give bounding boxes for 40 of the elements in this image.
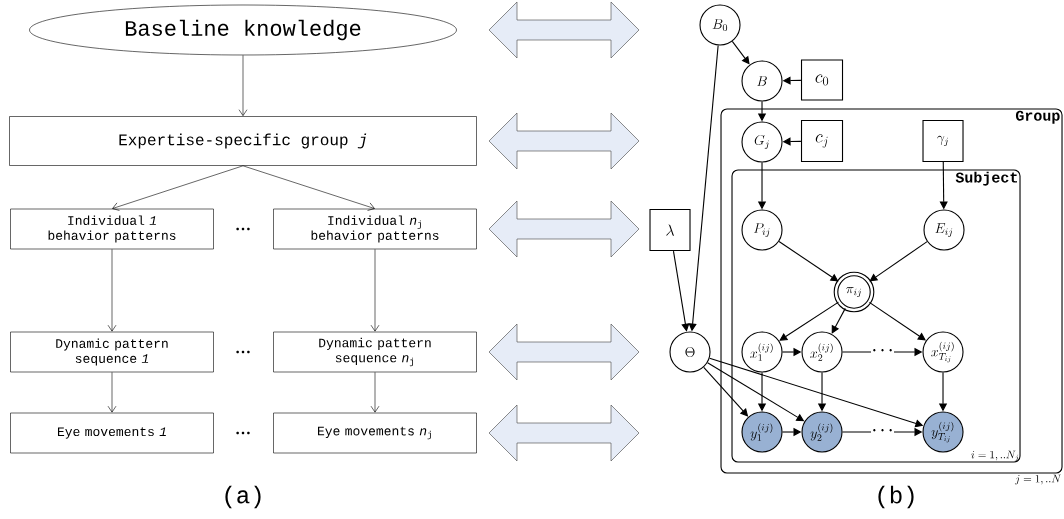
process-box: Individual 1 behavior patterns xyxy=(10,208,214,250)
arrow xyxy=(242,165,375,211)
ellipsis-label: … xyxy=(236,431,250,435)
arrow xyxy=(779,301,840,341)
arrow xyxy=(869,241,928,282)
arrow xyxy=(370,372,380,413)
double-arrow xyxy=(488,200,640,258)
arrow xyxy=(831,307,846,334)
process-box: Individual n$_{j}$ behavior patterns xyxy=(273,208,477,250)
process-box: Eye movements n$_{j}$ xyxy=(273,412,477,454)
process-box: Dynamic pattern sequence n$_{j}$ xyxy=(273,331,477,373)
double-arrow xyxy=(488,1,640,59)
double-arrow xyxy=(488,112,640,170)
parameter-box: $\lambda$ xyxy=(649,208,691,252)
arrow xyxy=(672,250,690,332)
arrow xyxy=(238,55,248,116)
process-box: Dynamic pattern sequence 1 xyxy=(10,331,214,373)
edge-label: · · · xyxy=(871,348,894,356)
arrow xyxy=(112,165,244,211)
edge-label: · · · xyxy=(871,428,894,436)
double-arrow xyxy=(488,404,640,462)
ellipse-node: Baseline knowledge xyxy=(29,4,457,56)
parameter-box: $c_j$ xyxy=(800,119,844,163)
process-box: Eye movements 1 xyxy=(10,412,214,454)
arrow xyxy=(731,40,750,65)
plate-index-label: $j=1,..N$ xyxy=(1014,474,1061,485)
group-box: Expertise-specific group j xyxy=(9,116,477,166)
ellipsis-label: … xyxy=(236,227,250,231)
arrow xyxy=(107,372,117,413)
double-arrow xyxy=(488,323,640,381)
plate-index-label: $i=1,..N_j$ xyxy=(971,450,1019,462)
parameter-box: $c_0$ xyxy=(800,59,844,101)
arrow xyxy=(778,240,839,282)
arrow xyxy=(107,249,117,332)
parameter-box: $\gamma_j$ xyxy=(922,119,964,163)
panel-caption: (a) xyxy=(225,485,261,509)
panel-caption: (b) xyxy=(878,485,914,509)
arrow xyxy=(370,249,380,332)
ellipsis-label: … xyxy=(236,350,250,354)
arrow xyxy=(868,301,926,341)
